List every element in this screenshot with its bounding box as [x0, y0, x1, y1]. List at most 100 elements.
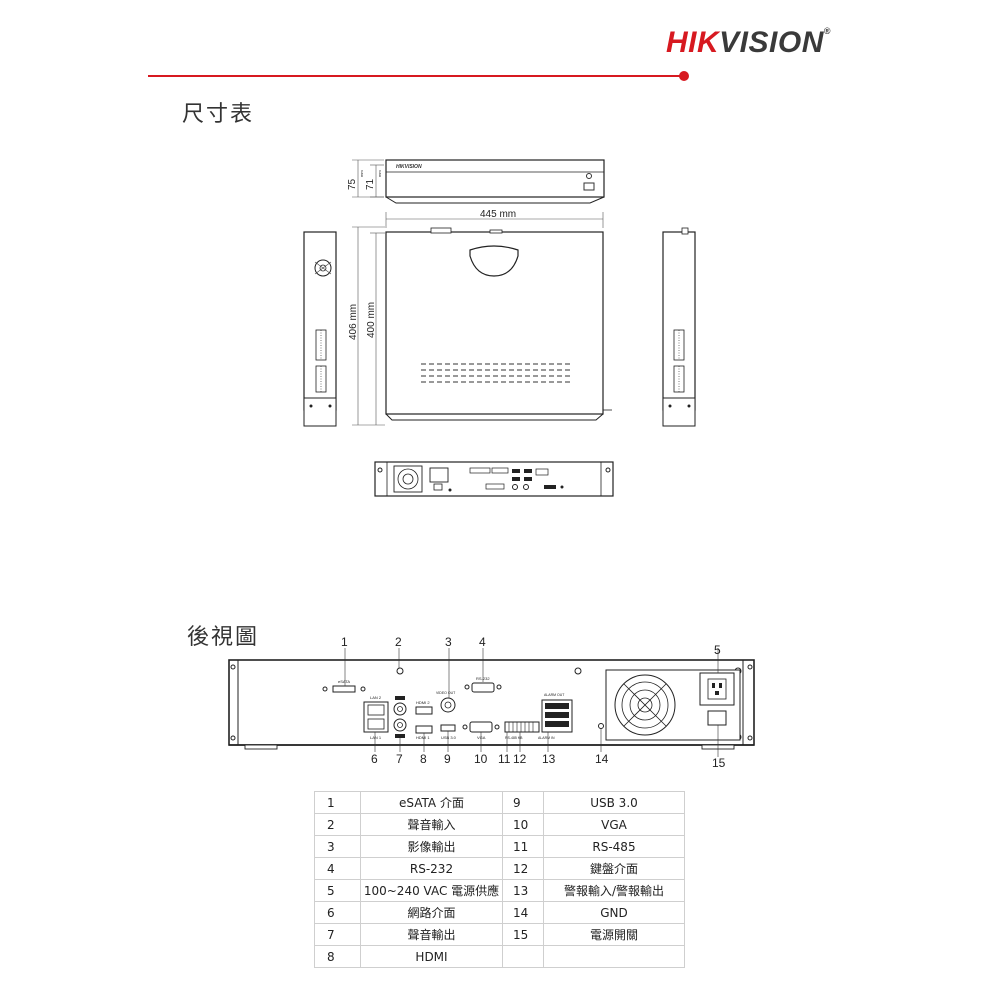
legend-right-number: 15 [502, 923, 544, 946]
video-out-port: VIDEO OUT [436, 691, 456, 713]
legend-right-text: RS-485 [543, 835, 685, 858]
audio-ports [393, 696, 407, 738]
height-total-label: 75 [347, 178, 358, 190]
legend-right-number: 12 [502, 857, 544, 880]
logo-registered-mark: ® [823, 26, 832, 36]
lan2-text: LAN 2 [370, 695, 382, 700]
height-body-label: 71 [365, 178, 376, 190]
legend-left-text: 網路介面 [360, 901, 503, 924]
lan1-text: LAN 1 [370, 735, 382, 740]
rs485-text: RS-485 KB [505, 736, 523, 740]
logo-vision: VISION [719, 26, 824, 59]
video-out-text: VIDEO OUT [436, 691, 456, 695]
callout-8: 8 [420, 752, 427, 766]
usb-text: USB 3.0 [441, 735, 457, 740]
callout-4: 4 [479, 635, 486, 649]
front-view-drawing: HIKVISION 75 71 mm mm [347, 159, 605, 204]
header-divider-dot [679, 71, 689, 81]
height-body-unit: mm [377, 170, 382, 177]
legend-left-text: 聲音輸入 [360, 813, 503, 836]
gnd-screw [598, 723, 604, 729]
alarm-in-text: ALARM IN [538, 736, 555, 740]
esata-port-text: eSATA [338, 679, 350, 684]
right-side-view [662, 227, 696, 427]
legend-left-number: 6 [314, 901, 361, 924]
legend-left-number: 3 [314, 835, 361, 858]
hikvision-logo: HIKVISION® [666, 26, 831, 60]
legend-right-text: GND [543, 901, 685, 924]
dimension-drawings: HIKVISION 75 71 mm mm 445 mm [303, 159, 696, 497]
legend-right-number [502, 945, 544, 968]
callout-numbers: 1 2 3 4 5 6 7 8 9 10 11 12 13 14 15 [341, 635, 726, 770]
vga-port: VGA [462, 721, 500, 740]
alarm-terminals: ALARM OUT ALARM IN [538, 693, 573, 740]
legend-left-number: 1 [314, 791, 361, 814]
legend-right-number: 13 [502, 879, 544, 902]
callout-15: 15 [712, 756, 726, 770]
legend-left-text: HDMI [360, 945, 503, 968]
esata-port: eSATA [322, 679, 366, 693]
height-total-unit: mm [359, 170, 364, 177]
legend-right-number: 11 [502, 835, 544, 858]
callout-3: 3 [445, 635, 452, 649]
logo-hik: HIK [666, 26, 720, 59]
left-side-view [303, 231, 337, 427]
legend-right-number: 14 [502, 901, 544, 924]
callout-7: 7 [396, 752, 403, 766]
rs485-kb-terminals: RS-485 KB [504, 721, 540, 740]
vga-text: VGA [477, 735, 486, 740]
width-dimension: 445 mm [385, 209, 604, 228]
top-view-drawing [385, 227, 612, 421]
hdmi2-text: HDMI 2 [416, 700, 430, 705]
legend-right-text: VGA [543, 813, 685, 836]
depth-dimension: 406 mm 400 mm [348, 226, 385, 426]
legend-right-number: 9 [502, 791, 544, 814]
callout-13: 13 [542, 752, 556, 766]
legend-left-text: 聲音輸出 [360, 923, 503, 946]
alarm-out-text: ALARM OUT [544, 693, 565, 697]
callout-1: 1 [341, 635, 348, 649]
callout-14: 14 [595, 752, 609, 766]
legend-left-number: 7 [314, 923, 361, 946]
legend-left-text: 100~240 VAC 電源供應 [360, 879, 503, 902]
callout-12: 12 [513, 752, 527, 766]
legend-right-text: 電源開關 [543, 923, 685, 946]
power-supply-module [605, 669, 741, 741]
rear-view-small [374, 461, 614, 497]
legend-left-text: eSATA 介面 [360, 791, 503, 814]
callout-11: 11 [498, 752, 511, 766]
dimensions-title: 尺寸表 [182, 102, 255, 127]
callout-2: 2 [395, 635, 402, 649]
rear-view-title: 後視圖 [187, 625, 260, 650]
callout-10: 10 [474, 752, 488, 766]
width-label: 445 mm [480, 209, 516, 220]
legend-right-text: 警報輸入/警報輸出 [543, 879, 685, 902]
callout-6: 6 [371, 752, 378, 766]
callout-5: 5 [714, 643, 721, 657]
legend-left-text: 影像輸出 [360, 835, 503, 858]
legend-left-number: 2 [314, 813, 361, 836]
device-logo-text: HIKVISION [396, 164, 422, 170]
callout-9: 9 [444, 752, 451, 766]
depth-body-label: 400 mm [366, 302, 377, 338]
legend-right-text: 鍵盤介面 [543, 857, 685, 880]
legend-right-text [543, 945, 685, 968]
legend-left-number: 8 [314, 945, 361, 968]
rear-panel-diagram: eSATA LAN 2 LAN 1 HDMI 2 HDMI 1 VIDEO OU… [228, 635, 755, 770]
legend-left-text: RS-232 [360, 857, 503, 880]
lan-ports: LAN 2 LAN 1 [363, 695, 389, 740]
legend-right-text: USB 3.0 [543, 791, 685, 814]
legend-right-number: 10 [502, 813, 544, 836]
legend-left-number: 5 [314, 879, 361, 902]
hdmi1-text: HDMI 1 [416, 735, 430, 740]
